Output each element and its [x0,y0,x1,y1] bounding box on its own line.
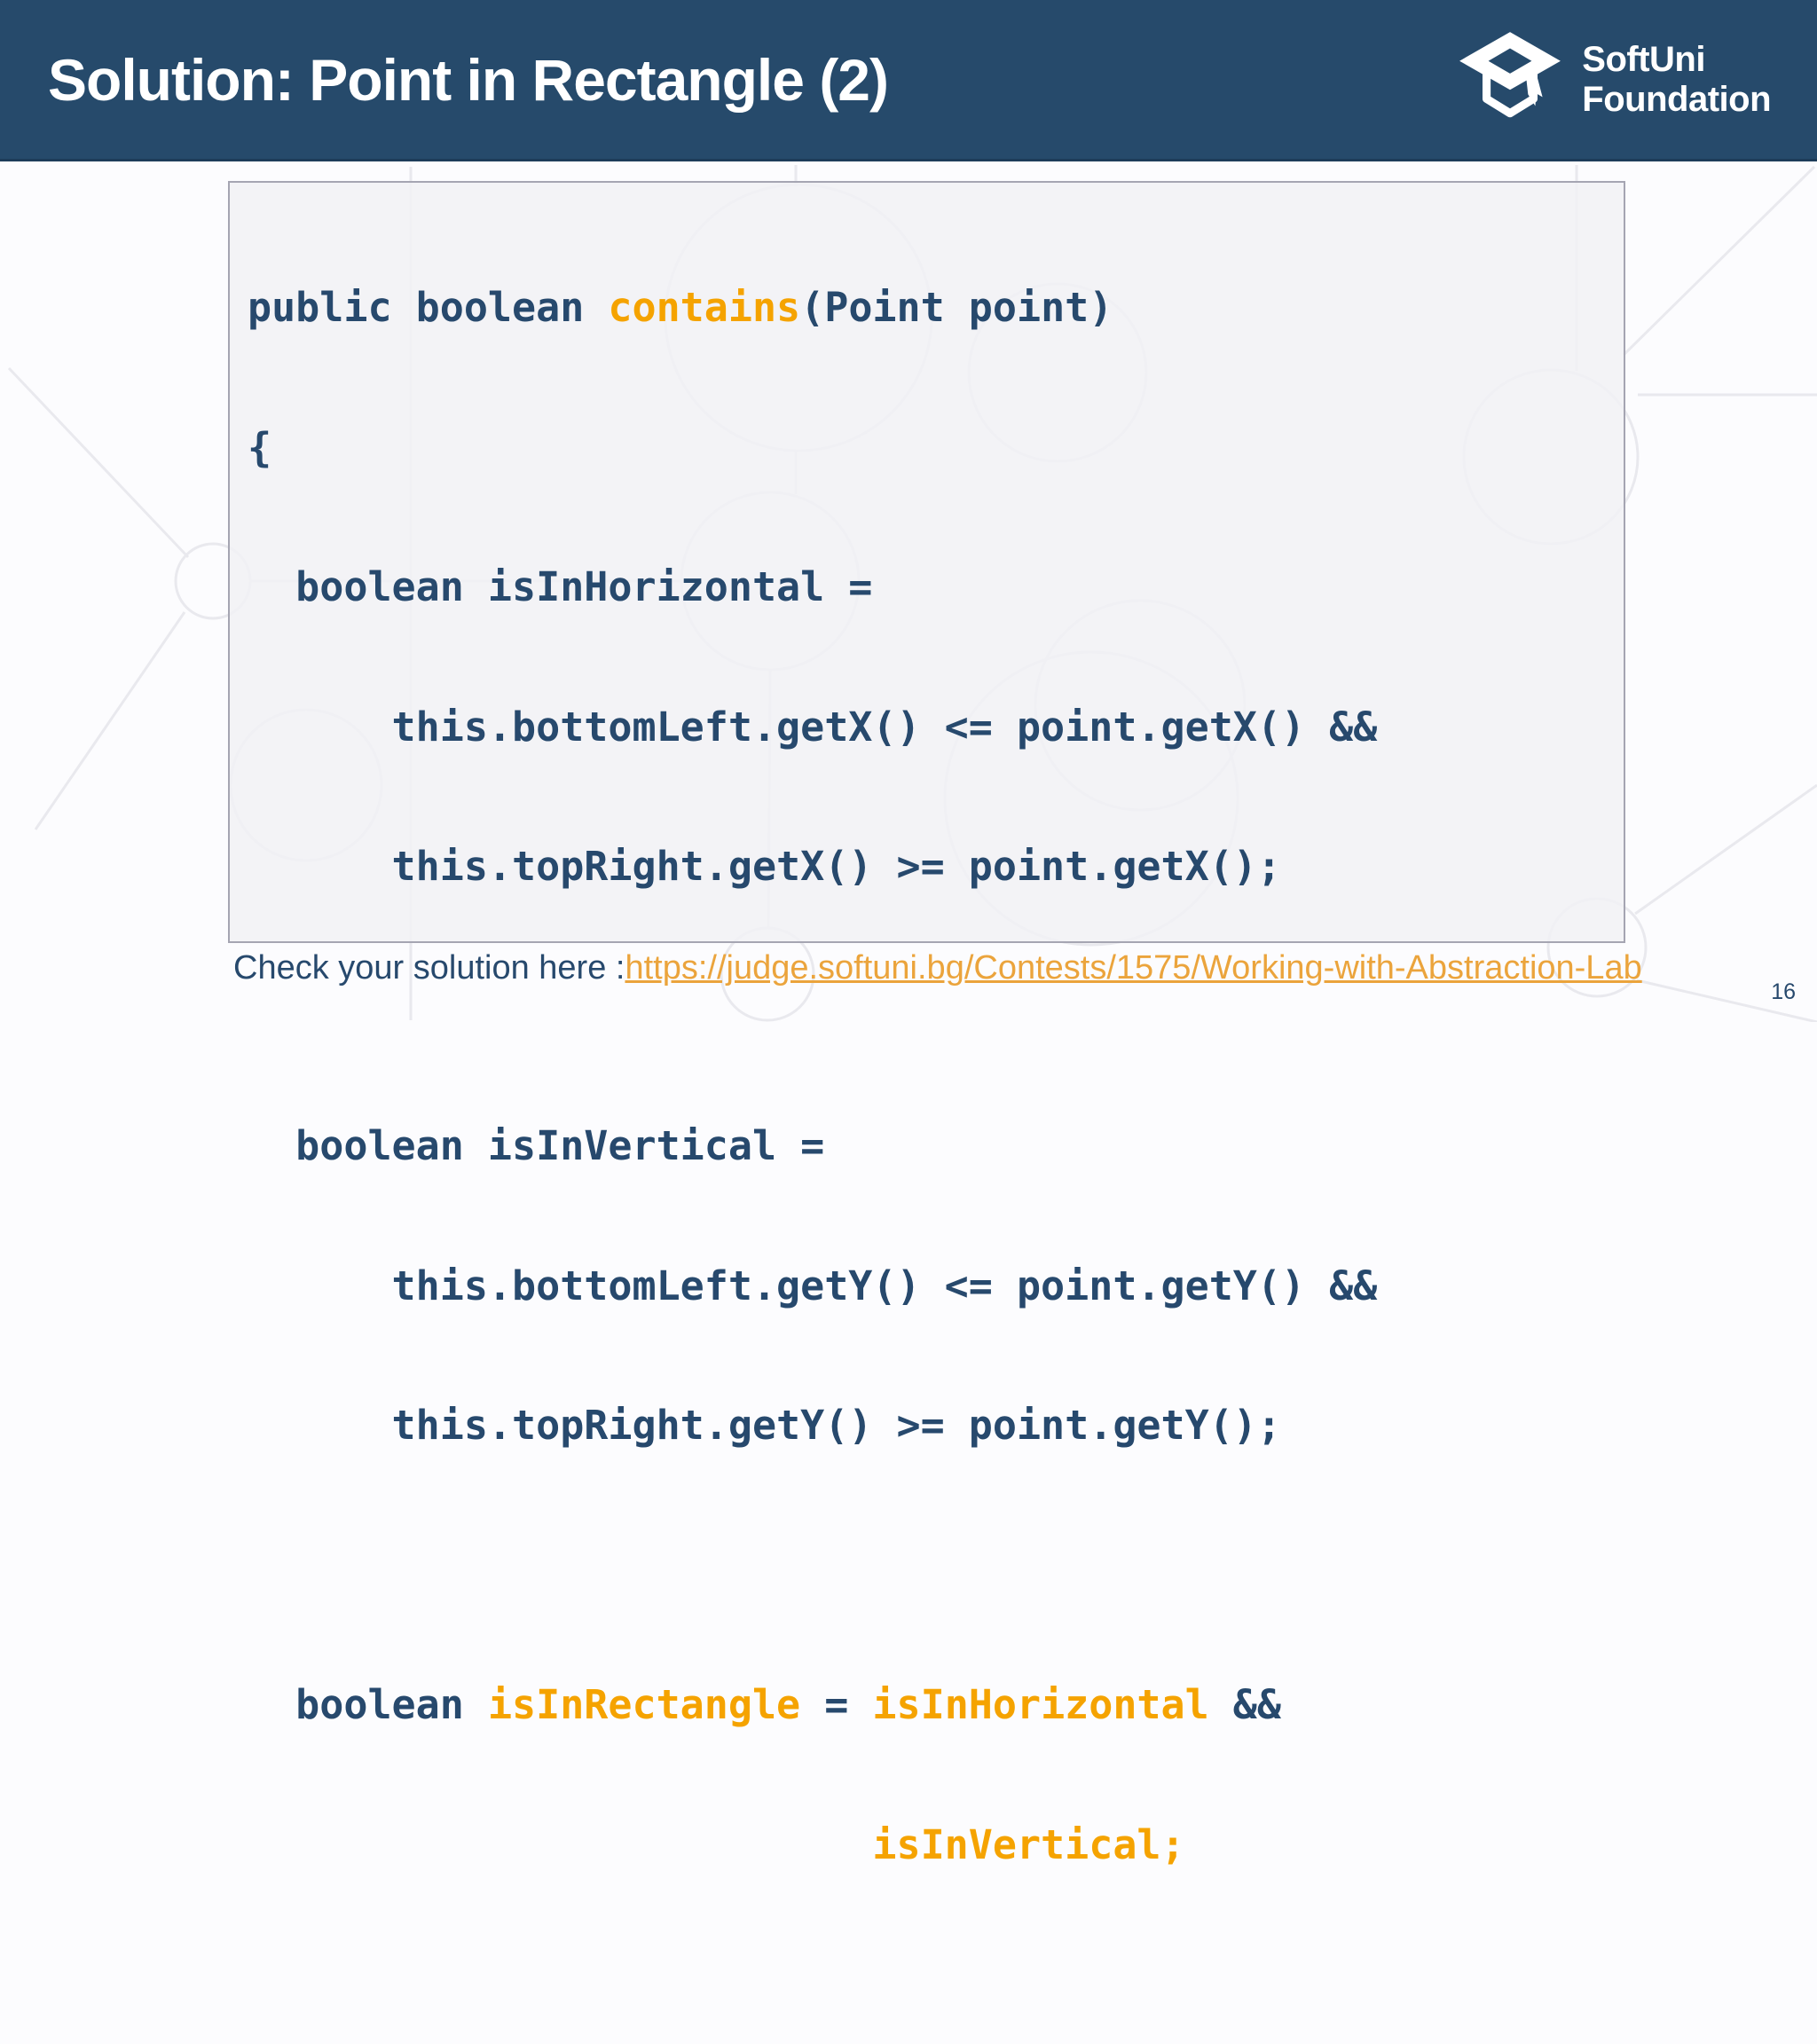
slide: { "header": { "title": "Solution: Point … [0,0,1817,1867]
code-token: && [1208,1681,1281,1728]
code-token: isInHorizontal [872,1681,1209,1728]
graduation-cap-icon [1456,30,1564,129]
code-token: boolean [248,1681,488,1728]
code-line: this.topRight.getY() >= point.getY(); [248,1402,1624,1450]
code-line: boolean isInHorizontal = [248,563,1624,611]
code-token: contains [608,284,801,331]
code-line: isInVertical; [248,1820,1624,1869]
slide-header: Solution: Point in Rectangle (2) SoftUni… [0,0,1817,161]
code-line: this.bottomLeft.getY() <= point.getY() &… [248,1262,1624,1310]
code-token: { [248,423,272,471]
code-token: = [800,1681,873,1728]
code-block: public boolean contains(Point point) { b… [228,181,1625,1867]
softuni-foundation-logo: SoftUni Foundation [1456,30,1771,129]
page-title: Solution: Point in Rectangle (2) [48,46,889,113]
code-line-blank [248,1961,1624,2009]
code-token: boolean isInVertical = [248,1122,825,1169]
code-token: this.bottomLeft.getY() <= point.getY() &… [248,1262,1378,1309]
logo-wordmark: SoftUni Foundation [1582,40,1771,120]
code-line: boolean isInVertical = [248,1122,1624,1170]
code-line: public boolean contains(Point point) [248,284,1624,332]
judge-solution-link[interactable]: https://judge.softuni.bg/Contests/1575/W… [625,949,1642,987]
footer-label: Check your solution here : [233,949,625,987]
code-token: isInVertical; [248,1820,1185,1868]
code-line: this.topRight.getX() >= point.getX(); [248,843,1624,891]
logo-line2: Foundation [1582,79,1771,119]
code-token: this.bottomLeft.getX() <= point.getX() &… [248,703,1378,751]
code-token: this.topRight.getX() >= point.getX(); [248,843,1281,890]
code-line: { [248,423,1624,472]
code-line: boolean isInRectangle = isInHorizontal &… [248,1681,1624,1729]
code-line: this.bottomLeft.getX() <= point.getX() &… [248,704,1624,751]
code-token: (Point point) [800,284,1113,331]
code-line-blank [248,984,1624,1031]
footer: Check your solution here :https://judge.… [233,949,1642,987]
page-number: 16 [1771,979,1796,1004]
code-token: this.topRight.getY() >= point.getY(); [248,1402,1281,1449]
code-token: isInRectangle [487,1681,801,1728]
logo-line1: SoftUni [1582,39,1705,79]
code-line-blank [248,1543,1624,1590]
code-token: boolean isInHorizontal = [248,563,873,610]
code-token: public boolean [248,284,609,331]
